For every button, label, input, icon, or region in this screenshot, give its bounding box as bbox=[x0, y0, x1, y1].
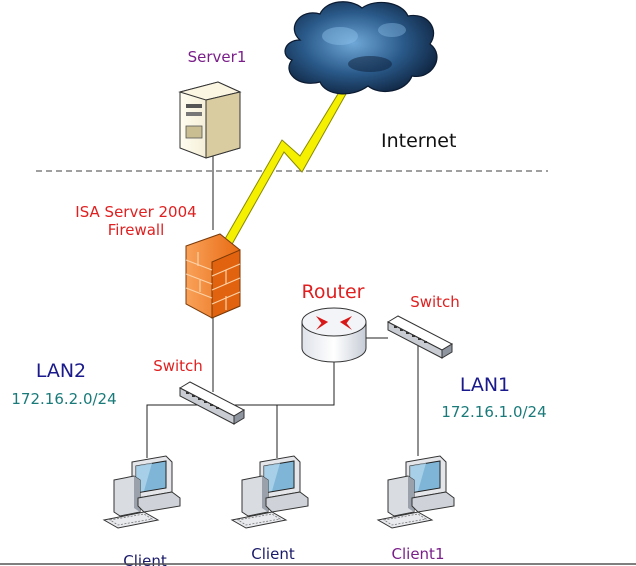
server-icon bbox=[178, 81, 242, 159]
client-computer-icon bbox=[377, 455, 455, 529]
firewall-label: Firewall bbox=[108, 221, 165, 239]
connection-lines bbox=[146, 155, 419, 458]
lan1-label: LAN1 bbox=[460, 374, 510, 396]
lan2-subnet-label: 172.16.2.0/24 bbox=[11, 390, 116, 408]
lan1-subnet-label: 172.16.1.0/24 bbox=[441, 403, 546, 421]
router-icon bbox=[301, 307, 367, 363]
client1-label: Client1 bbox=[392, 545, 445, 563]
client-b-label: Client bbox=[251, 545, 295, 563]
client-a-label: Client bbox=[123, 552, 167, 566]
cloud-icon bbox=[284, 1, 438, 95]
internet-label: Internet bbox=[381, 130, 456, 152]
client-computer-icon bbox=[231, 455, 309, 529]
switch-icon bbox=[387, 315, 453, 359]
lan2-label: LAN2 bbox=[36, 360, 86, 382]
client-computer-icon bbox=[103, 455, 181, 529]
isa-server-label: ISA Server 2004 bbox=[75, 203, 196, 221]
switch-left-label: Switch bbox=[153, 357, 203, 375]
router-label: Router bbox=[302, 281, 365, 303]
switch-icon bbox=[179, 381, 245, 425]
switch-right-label: Switch bbox=[410, 293, 460, 311]
firewall-icon bbox=[185, 233, 241, 319]
server1-label: Server1 bbox=[188, 48, 247, 66]
